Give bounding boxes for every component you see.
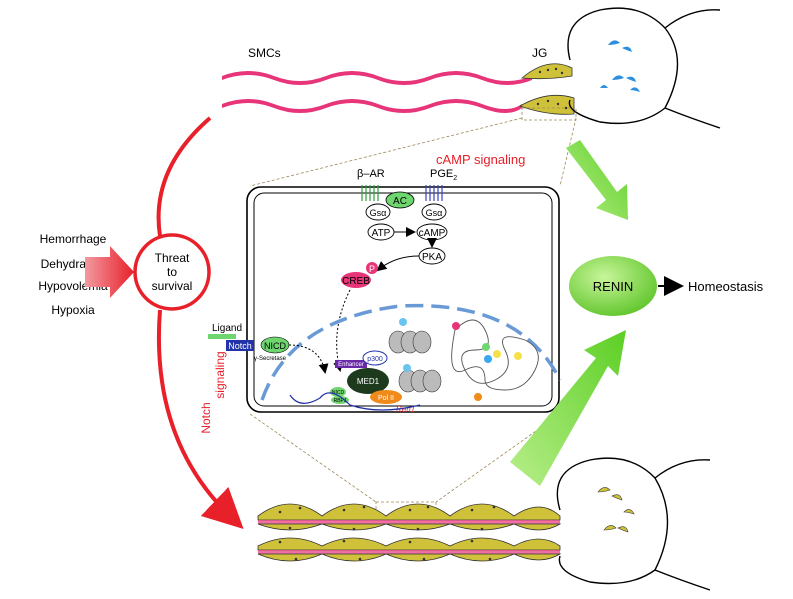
dna-strand — [289, 392, 421, 411]
ac-enzyme — [385, 191, 415, 209]
nicd-dashed-arrow — [288, 344, 329, 374]
green-arrow-top — [566, 140, 628, 220]
stimulus-0: Hemorrhage — [40, 232, 107, 246]
camp-label: cAMP — [419, 228, 446, 239]
bottom-vessel — [257, 503, 562, 562]
pge2-receptor — [425, 185, 443, 201]
chromatin-dot-pink — [452, 322, 460, 330]
smcs-label: SMCs — [248, 46, 281, 60]
notch-receptor — [226, 340, 254, 351]
pol2-label: Pol II — [378, 395, 394, 402]
gsa-left — [365, 203, 391, 221]
camp-signaling-label: cAMP signaling — [436, 152, 525, 167]
enhancer-label: Enhancer — [338, 362, 364, 368]
phospho-p — [366, 262, 378, 274]
renin-label: RENIN — [593, 279, 633, 294]
nucleus-envelope — [260, 303, 562, 401]
nicd-small-label: NICD — [332, 390, 345, 396]
gsa-right-label: Gsα — [426, 208, 443, 218]
creb-dashed-arrow — [333, 289, 351, 372]
top-smc-band-2 — [222, 99, 522, 113]
notch-signaling-line2: signaling — [213, 351, 227, 398]
pol2-node — [370, 390, 402, 404]
p300-node — [362, 350, 388, 366]
cell-box-outer — [246, 186, 560, 413]
green-arrow-bottom — [510, 330, 626, 486]
threat-line1: Threat — [155, 251, 190, 265]
ac-label: AC — [393, 196, 407, 207]
jg-granules-top — [536, 67, 568, 110]
ren1-label: Ren1 — [396, 405, 415, 414]
gsa-right — [421, 203, 447, 221]
enhancer-box — [335, 360, 367, 368]
atp-label: ATP — [372, 228, 391, 239]
chromatin-dot-green — [482, 343, 490, 351]
renin-granules-blue — [600, 40, 640, 92]
med1-node — [347, 368, 389, 394]
top-jg-cell-2 — [519, 94, 575, 115]
notch-signaling-line1: Notch — [199, 402, 213, 433]
jg-label: JG — [532, 46, 547, 60]
pka-label: PKA — [422, 252, 442, 263]
threat-line2: to — [167, 265, 177, 279]
med1-label: MED1 — [357, 377, 380, 386]
threat-arc-bottom — [156, 309, 244, 530]
beta-ar-label: β–AR — [357, 168, 385, 180]
nicd-label: NICD — [264, 341, 286, 351]
chromatin-dot-yellow-2 — [493, 350, 501, 358]
pge2-label: PGE2 — [430, 168, 457, 182]
homeostasis-label: Homeostasis — [688, 279, 764, 294]
acetyl-mark-1 — [399, 318, 407, 326]
rbpj-label: RBPJ — [334, 398, 347, 404]
pka-to-creb-arrow — [376, 255, 420, 272]
stimulus-arrow — [85, 246, 134, 298]
gsa-left-label: Gsα — [370, 208, 387, 218]
creb-label: CREB — [342, 276, 370, 287]
gamma-secretase-label: γ-Secretase — [254, 356, 287, 362]
nucleosomes — [388, 330, 442, 393]
phospho-p-label: P — [369, 264, 375, 274]
top-glomerulus — [567, 7, 721, 129]
threat-line3: survival — [152, 279, 193, 293]
chromatin-dot-blue — [484, 355, 492, 363]
stimulus-3: Hypoxia — [51, 303, 95, 317]
nicd-small-node — [330, 387, 346, 397]
renin-node — [569, 256, 657, 316]
threat-circle — [133, 233, 211, 311]
p300-label: p300 — [367, 356, 383, 363]
acetyl-mark-2 — [403, 364, 411, 372]
chromatin-loops — [451, 319, 539, 391]
notch-label: Notch — [228, 341, 252, 351]
creb-node — [341, 272, 371, 288]
chromatin-dot-yellow-1 — [514, 352, 522, 360]
renin-granules-yellow — [597, 487, 635, 533]
rbpj-node — [331, 396, 349, 404]
threat-arc-top — [156, 116, 212, 237]
ligand-label: Ligand — [212, 323, 242, 334]
beta-ar-receptor — [361, 185, 379, 201]
chromatin-dot-orange — [474, 393, 482, 401]
top-jg-cell-1 — [520, 63, 573, 80]
bottom-glomerulus — [556, 457, 711, 591]
ligand-bar — [208, 334, 236, 339]
top-smc-band-1 — [222, 71, 532, 85]
